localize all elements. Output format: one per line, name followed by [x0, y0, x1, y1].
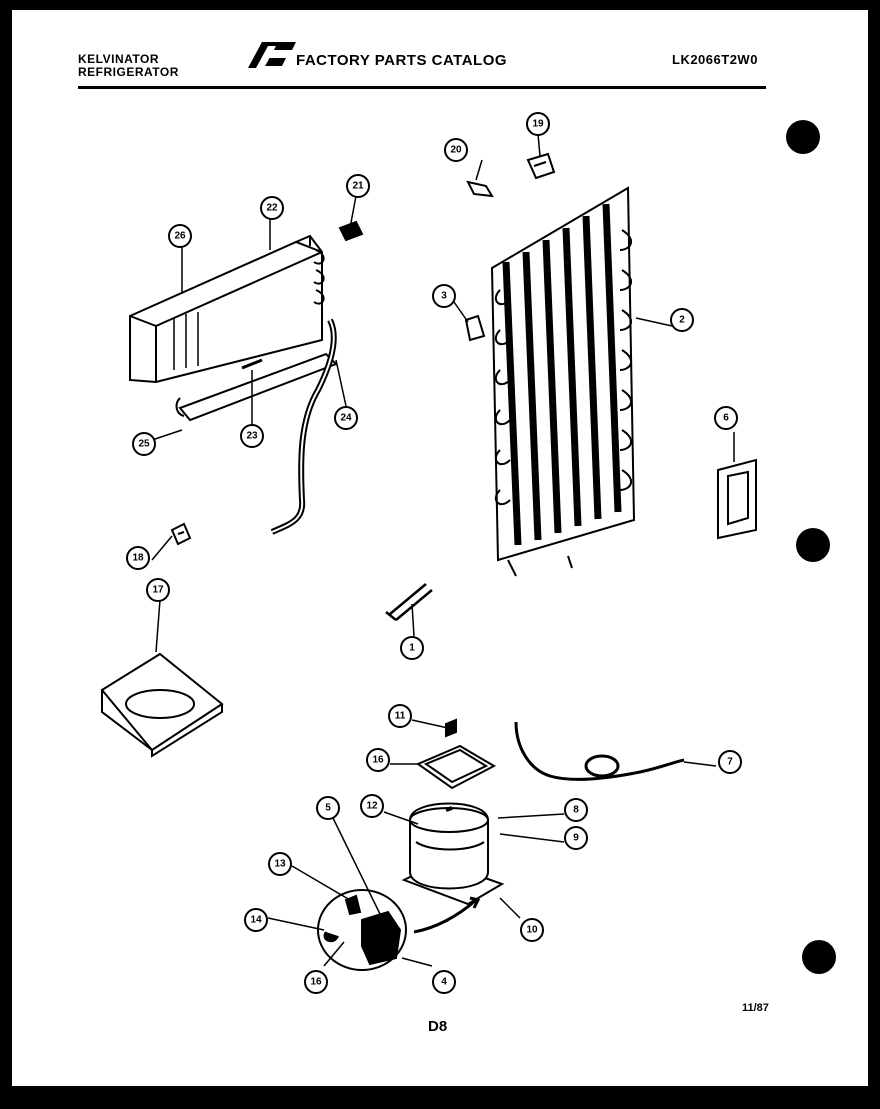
binder-hole-bottom [802, 940, 836, 974]
callout-17: 17 [146, 578, 170, 602]
svg-text:16: 16 [372, 755, 384, 766]
svg-text:22: 22 [266, 203, 278, 214]
part-6-drawing [717, 458, 757, 540]
callout-18: 18 [126, 546, 150, 570]
svg-text:26: 26 [174, 231, 186, 242]
svg-text:5: 5 [325, 803, 331, 814]
binder-hole-top [786, 120, 820, 154]
callout-7: 7 [718, 750, 742, 774]
callout-23: 23 [240, 424, 264, 448]
svg-text:6: 6 [723, 413, 729, 424]
svg-text:8: 8 [573, 805, 579, 816]
svg-text:25: 25 [138, 439, 150, 450]
svg-text:11: 11 [395, 711, 406, 722]
callout-24: 24 [334, 406, 358, 430]
base-pan-drawing [100, 652, 224, 758]
part-drawings [100, 152, 757, 971]
callout-14: 14 [244, 908, 268, 932]
callout-22: 22 [260, 196, 284, 220]
callout-16-mount: 16 [366, 748, 390, 772]
brand-line-1: KELVINATOR [78, 52, 160, 66]
svg-text:4: 4 [441, 977, 447, 988]
svg-text:9: 9 [573, 833, 579, 844]
page-code: D8 [428, 1018, 448, 1035]
brand-line-2: REFRIGERATOR [78, 65, 179, 79]
svg-text:17: 17 [152, 585, 164, 596]
date-code: 11/87 [742, 1002, 769, 1014]
mount-plate-drawing [415, 744, 497, 790]
svg-text:23: 23 [246, 431, 258, 442]
drier-drawing [385, 583, 433, 621]
binder-hole-middle [796, 528, 830, 562]
svg-text:19: 19 [532, 119, 544, 130]
part-20-drawing [466, 180, 494, 198]
callout-2: 2 [670, 308, 694, 332]
catalog-title: FACTORY PARTS CATALOG [296, 52, 508, 69]
callout-12: 12 [360, 794, 384, 818]
svg-text:16: 16 [310, 977, 322, 988]
svg-text:2: 2 [679, 315, 685, 326]
callout-19: 19 [526, 112, 550, 136]
part-3-drawing [464, 314, 486, 342]
callout-8: 8 [564, 798, 588, 822]
svg-text:10: 10 [526, 925, 538, 936]
drain-trough-drawing [175, 352, 338, 422]
part-callouts: 26 22 21 20 19 3 2 25 23 24 6 18 17 1 11… [126, 112, 742, 994]
part-19-drawing [526, 152, 556, 180]
callout-6: 6 [714, 406, 738, 430]
svg-text:21: 21 [352, 181, 364, 192]
svg-text:3: 3 [441, 291, 447, 302]
catalog-page [12, 10, 868, 1086]
svg-text:7: 7 [727, 757, 733, 768]
callout-10: 10 [520, 918, 544, 942]
callout-25: 25 [132, 432, 156, 456]
manufacturer-logo [248, 42, 296, 68]
svg-text:12: 12 [366, 801, 378, 812]
callout-1: 1 [400, 636, 424, 660]
power-cord-drawing [514, 721, 685, 781]
relay-overload-drawing [317, 889, 481, 971]
callout-20: 20 [444, 138, 468, 162]
evaporator-assembly-drawing [129, 234, 325, 384]
compressor-drawing [401, 802, 505, 906]
brand-block: KELVINATOR REFRIGERATOR [78, 53, 179, 79]
part-18-drawing [170, 522, 192, 546]
callout-16-relay: 16 [304, 970, 328, 994]
svg-text:20: 20 [450, 145, 462, 156]
svg-text:13: 13 [274, 859, 286, 870]
svg-text:14: 14 [250, 915, 262, 926]
model-number: LK2066T2W0 [672, 52, 758, 67]
callout-5: 5 [316, 796, 340, 820]
condenser-coil-drawing [490, 186, 636, 577]
callout-9: 9 [564, 826, 588, 850]
svg-text:18: 18 [132, 553, 144, 564]
callout-13: 13 [268, 852, 292, 876]
svg-text:24: 24 [340, 413, 352, 424]
callout-21: 21 [346, 174, 370, 198]
callout-26: 26 [168, 224, 192, 248]
header-rule [78, 86, 766, 89]
grommet-drawing [445, 718, 457, 738]
svg-text:1: 1 [409, 643, 415, 654]
callout-11: 11 [388, 704, 412, 728]
callout-4: 4 [432, 970, 456, 994]
callout-3: 3 [432, 284, 456, 308]
